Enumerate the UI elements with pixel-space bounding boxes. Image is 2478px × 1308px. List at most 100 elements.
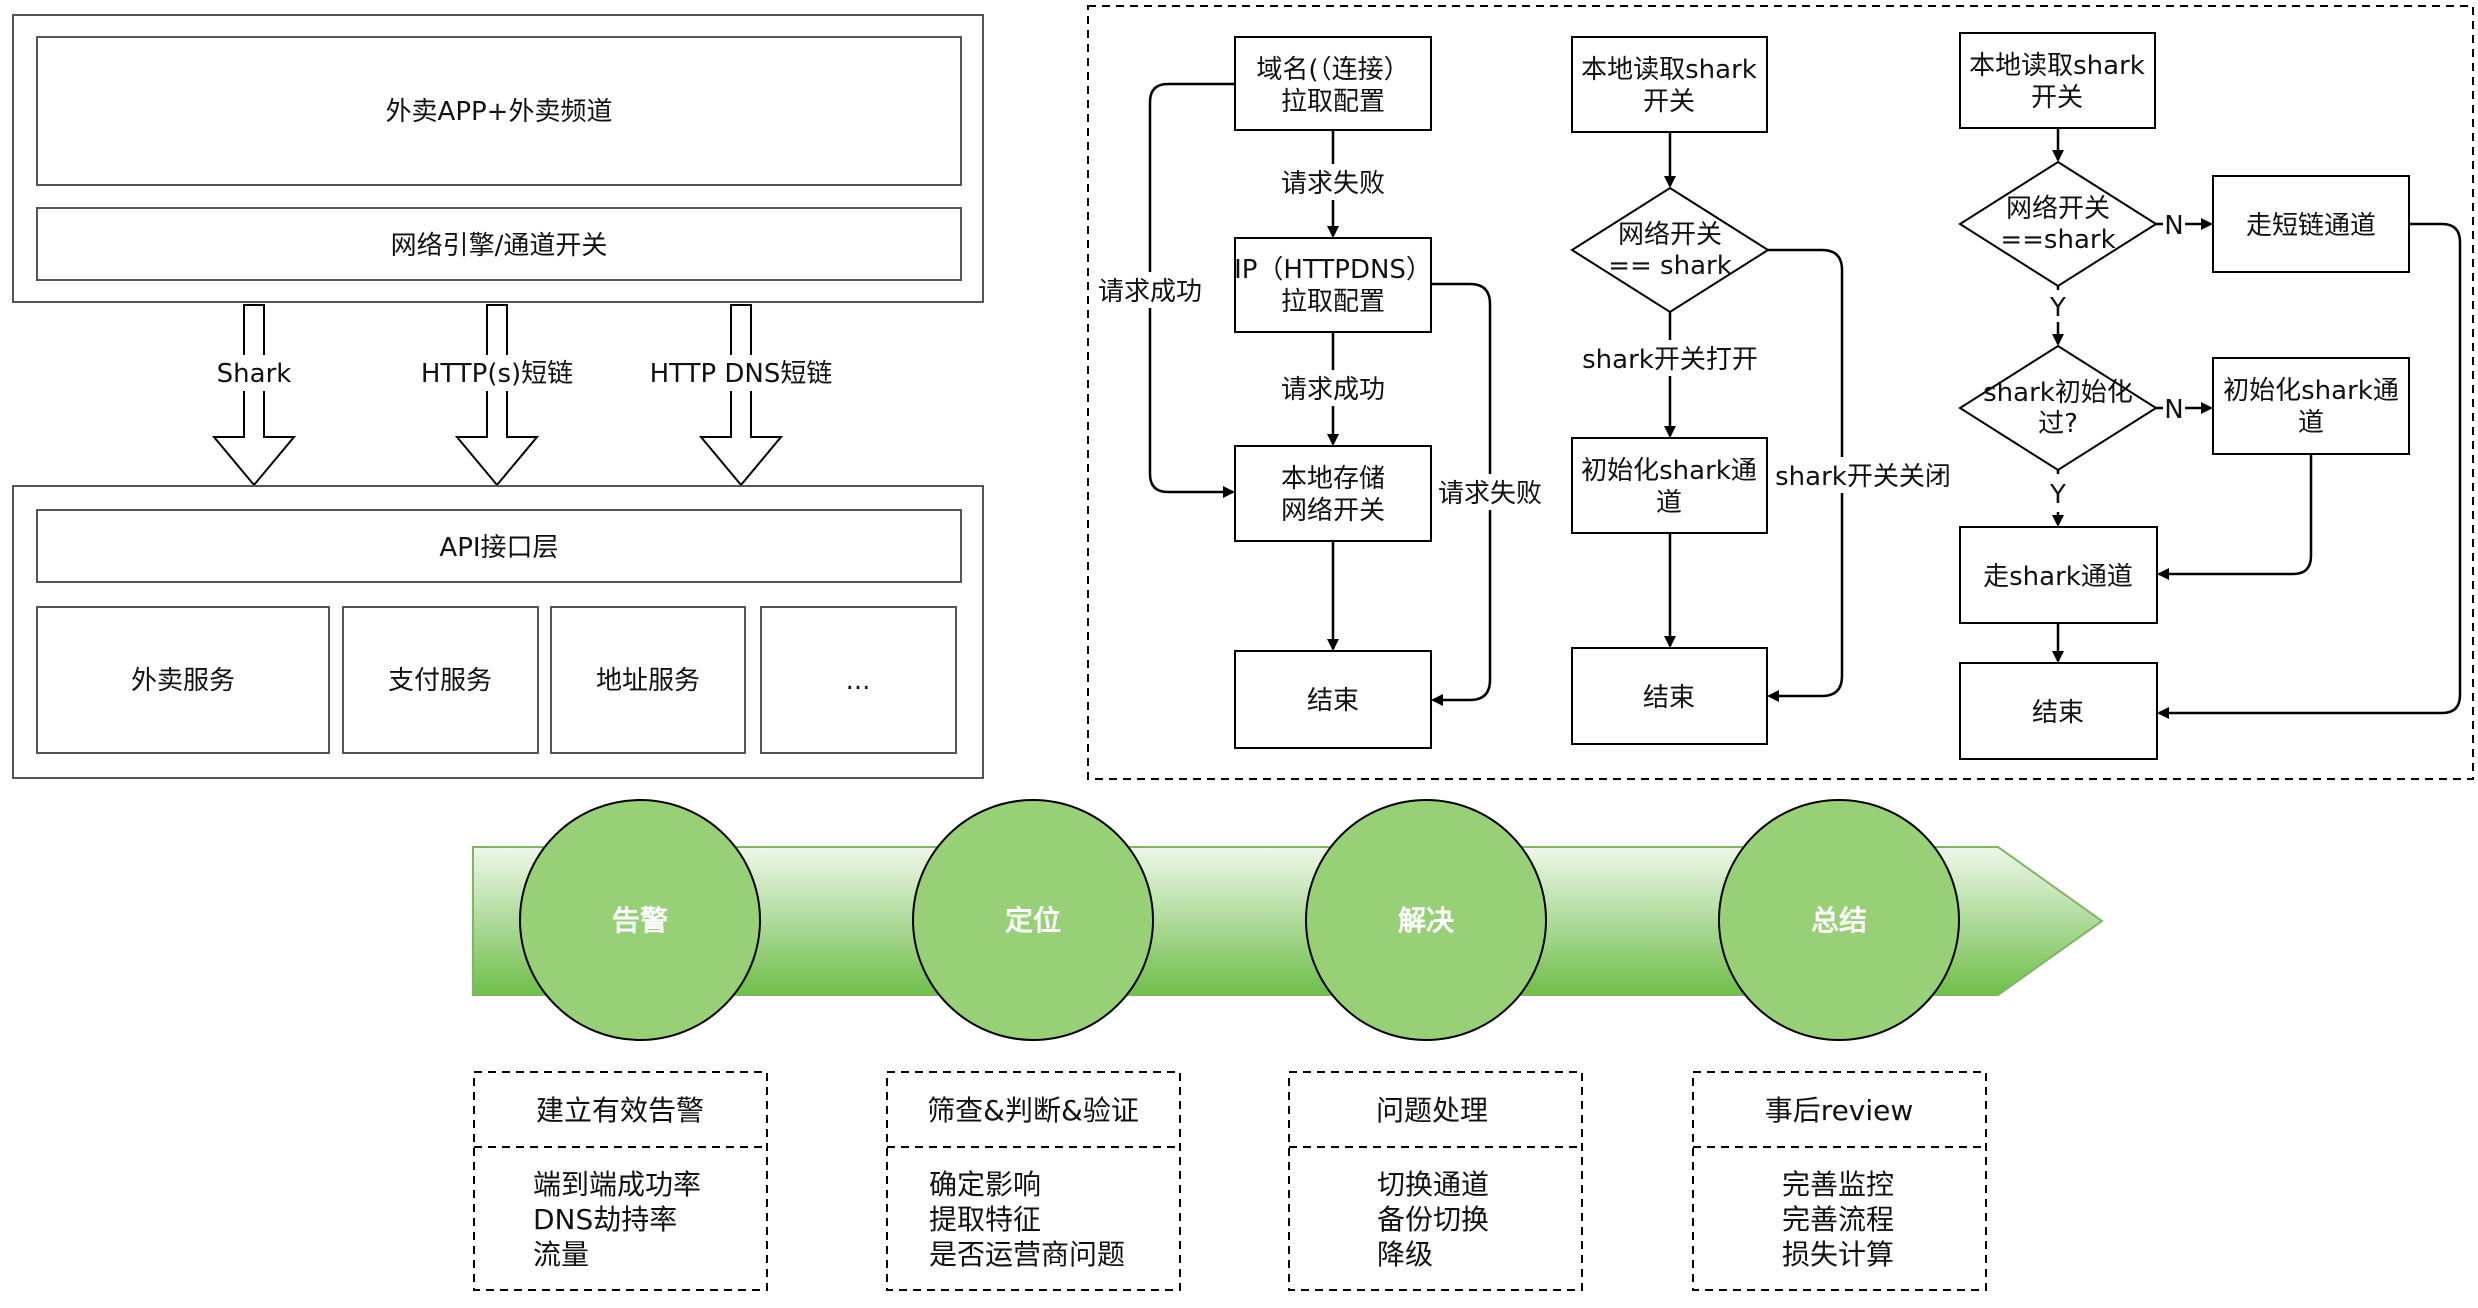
init-shark-label: 初始化shark通 [1581,456,1757,486]
stage-circle [1305,799,1547,1041]
edge-label-request-failed: 请求失败 [1438,479,1542,509]
stage-4: 总结 事后review 完善监控 完善流程 损失计算 [1692,799,1987,1291]
init-shark-label: 初始化shark通 [2223,376,2399,406]
edge-label-yes: Y [2049,480,2066,510]
stage-2: 定位 筛查&判断&验证 确定影响 提取特征 是否运营商问题 [886,799,1181,1291]
stage-header: 问题处理 [1376,1094,1488,1127]
local-store-label: 网络开关 [1281,496,1385,526]
end-box [1234,650,1432,749]
read-switch-box [1959,32,2156,129]
end-label: 结束 [1307,686,1359,716]
flow-arrow [2157,454,2313,580]
init-decision-label: 过? [2038,409,2078,439]
read-switch-label: 本地读取shark [1969,51,2145,81]
stage-item: 提取特征 [929,1203,1041,1236]
read-switch-label: 本地读取shark [1581,55,1757,85]
network-engine-box [36,207,962,281]
service-box [36,606,330,754]
stage-title: 解决 [1398,904,1454,937]
stage-item: 完善监控 [1782,1168,1894,1201]
init-decision-label: shark初始化 [1983,378,2133,408]
shark-switch-flow: 本地读取shark 开关 网络开关 == shark 初始化shark通 道 结… [1570,36,1954,745]
stage-card [1692,1071,1987,1291]
stage-item: 是否运营商问题 [929,1238,1125,1271]
channel-arrow-http [454,304,540,487]
incident-process: 告警 建立有效告警 端到端成功率 DNS劫持率 流量 定位 筛查&判断&验证 确… [472,799,2104,1291]
domain-config-label: 域名(（连接） [1256,55,1409,85]
stage-3: 解决 问题处理 切换通道 备份切换 降级 [1288,799,1583,1291]
switch-decision-label: 网络开关 [2006,194,2110,224]
service-box [760,606,957,754]
stage-title: 总结 [1811,904,1867,937]
stage-header: 建立有效告警 [536,1094,704,1127]
stage-item: 降级 [1377,1238,1433,1271]
edge-label-request-failed: 请求失败 [1281,169,1385,199]
stage-circle [519,799,761,1041]
network-engine-label: 网络引擎/通道开关 [391,231,608,261]
end-label: 结束 [1643,683,1695,713]
init-shark-label: 道 [2298,408,2324,438]
domain-config-box [1234,36,1432,131]
channel-label-httpdns: HTTP DNS短链 [650,359,833,389]
end-label: 结束 [2032,698,2084,728]
service-label: ... [846,666,871,696]
channel-label-http: HTTP(s)短链 [421,359,573,389]
use-shark-box [1959,526,2158,624]
ip-config-label: IP（HTTPDNS） [1234,255,1432,285]
flow-arrow [2157,222,2462,719]
architecture-diagram: 外卖APP+外卖频道 网络引擎/通道开关 Shark HTTP(s)短链 HTT… [12,14,984,779]
stage-item: 端到端成功率 [533,1168,701,1201]
local-store-label: 本地存储 [1281,464,1385,494]
edge-label-no: N [2164,211,2183,241]
stage-item: 流量 [533,1238,589,1271]
api-layer-box [36,509,962,583]
stage-item: 确定影响 [929,1168,1041,1201]
service-box [550,606,746,754]
service-box [342,606,539,754]
stage-item: DNS劫持率 [533,1203,677,1236]
stage-header: 筛查&判断&验证 [927,1094,1139,1127]
end-box [1571,647,1768,745]
read-switch-label: 开关 [2031,83,2083,113]
service-label: 外卖服务 [131,666,235,696]
stage-title: 告警 [612,904,668,937]
flowchart-container [1087,5,2474,780]
init-decision [1958,344,2158,472]
switch-decision-label: 网络开关 [1618,220,1722,250]
switch-decision-label: ==shark [2000,225,2115,255]
stage-1: 告警 建立有效告警 端到端成功率 DNS劫持率 流量 [473,799,768,1291]
init-shark-box [1571,437,1768,534]
stage-title: 定位 [1005,904,1061,937]
stage-circle [1718,799,1960,1041]
stage-card [473,1071,768,1291]
ip-config-box [1234,237,1432,333]
edge-label-request-success: 请求成功 [1098,277,1202,307]
stage-header: 事后review [1765,1094,1914,1127]
service-label: 地址服务 [596,666,700,696]
ip-config-label: 拉取配置 [1281,287,1385,317]
stage-item: 损失计算 [1782,1238,1894,1271]
init-shark-box [2212,357,2410,455]
api-layer-label: API接口层 [439,533,558,563]
channel-arrow-shark [211,304,297,487]
client-app-label: 外卖APP+外卖频道 [386,97,613,127]
service-label: 支付服务 [388,666,492,696]
edge-label-no: N [2164,395,2183,425]
init-shark-label: 道 [1656,488,1682,518]
stage-circle [912,799,1154,1041]
config-fetch-flow: 域名(（连接） 拉取配置 IP（HTTPDNS） 拉取配置 本地存储 网络开关 … [1092,36,1548,749]
stage-card [886,1071,1181,1291]
shark-init-flow: 本地读取shark 开关 网络开关 ==shark 走短链通道 shark初始化… [1958,32,2462,760]
switch-decision [1570,186,1770,314]
read-switch-label: 开关 [1643,87,1695,117]
client-app-box [36,36,962,186]
end-box [1959,662,2158,760]
channel-arrow-httpdns [698,304,784,487]
short-link-label: 走短链通道 [2246,211,2376,241]
switch-decision [1958,160,2158,288]
switch-decision-label: == shark [1608,251,1732,281]
stage-item: 备份切换 [1377,1203,1489,1236]
domain-config-label: 拉取配置 [1281,87,1385,117]
stage-item: 切换通道 [1377,1168,1489,1201]
stage-item: 完善流程 [1782,1203,1894,1236]
